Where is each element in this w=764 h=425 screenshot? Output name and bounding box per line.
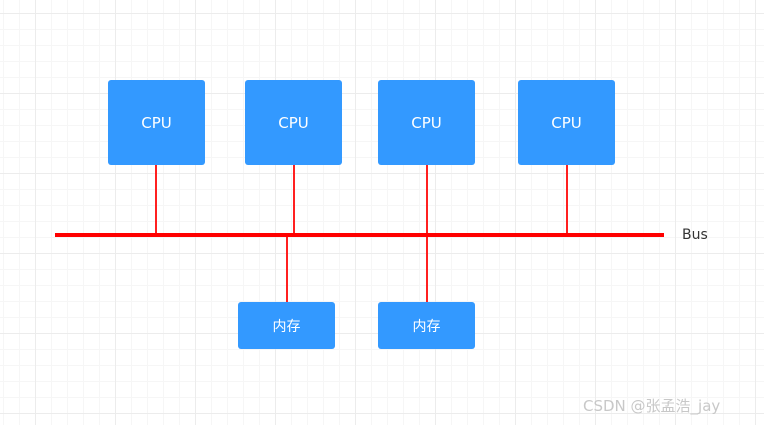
bus-label: Bus bbox=[682, 227, 708, 243]
cpu-box-4: CPU bbox=[518, 80, 615, 165]
cpu3-connector bbox=[426, 165, 428, 235]
mem1-connector bbox=[286, 235, 288, 302]
cpu-box-3: CPU bbox=[378, 80, 475, 165]
cpu2-connector bbox=[293, 165, 295, 235]
mem2-connector bbox=[426, 235, 428, 302]
cpu-box-2: CPU bbox=[245, 80, 342, 165]
csdn-watermark: CSDN @张孟浩_jay bbox=[583, 397, 721, 415]
cpu4-connector bbox=[566, 165, 568, 235]
bus-line bbox=[55, 233, 664, 237]
cpu1-connector bbox=[155, 165, 157, 235]
memory-box-1: 内存 bbox=[238, 302, 335, 349]
cpu-box-1: CPU bbox=[108, 80, 205, 165]
memory-box-2: 内存 bbox=[378, 302, 475, 349]
